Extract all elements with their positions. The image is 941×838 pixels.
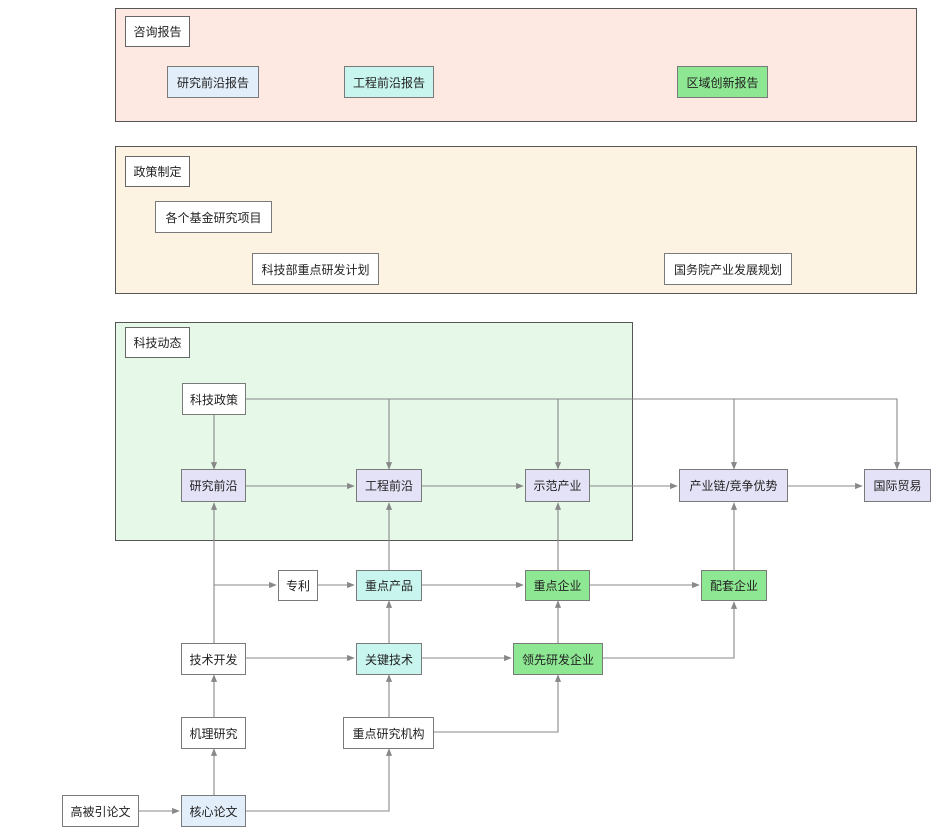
node-mechanism-research: 机理研究 <box>181 717 246 749</box>
node-leading-rd-enterprise: 领先研发企业 <box>513 643 603 675</box>
node-key-research-institution: 重点研究机构 <box>343 717 434 749</box>
node-research-frontier-report: 研究前沿报告 <box>167 66 259 98</box>
edge-institution-to-leading-rd <box>434 674 562 733</box>
node-state-council-plan: 国务院产业发展规划 <box>664 253 792 285</box>
node-engineering-frontier: 工程前沿 <box>356 469 422 502</box>
node-research-frontier: 研究前沿 <box>181 469 246 502</box>
group-title-policy: 政策制定 <box>125 156 190 187</box>
node-core-papers: 核心论文 <box>181 795 246 827</box>
node-tech-development: 技术开发 <box>181 643 246 675</box>
group-consulting-reports <box>115 8 917 122</box>
node-engineering-frontier-report: 工程前沿报告 <box>344 66 434 98</box>
node-key-enterprise: 重点企业 <box>525 570 590 601</box>
node-fund-projects: 各个基金研究项目 <box>155 201 272 233</box>
node-international-trade: 国际贸易 <box>864 469 931 502</box>
node-demo-industry: 示范产业 <box>525 469 590 502</box>
edge-core-paper-to-institution <box>246 748 393 812</box>
node-key-technology: 关键技术 <box>356 643 422 675</box>
node-regional-innovation-report: 区域创新报告 <box>677 66 768 98</box>
edge-policy-horizontal <box>246 398 901 470</box>
node-most-key-rd-plan: 科技部重点研发计划 <box>252 253 379 285</box>
node-industry-chain: 产业链/竞争优势 <box>679 469 788 502</box>
group-title-consulting: 咨询报告 <box>125 16 190 47</box>
node-supporting-enterprise: 配套企业 <box>701 570 767 601</box>
node-key-product: 重点产品 <box>356 570 422 601</box>
node-highly-cited-papers: 高被引论文 <box>62 795 139 827</box>
group-tech-dynamics <box>115 322 633 541</box>
group-title-tech-dynamics: 科技动态 <box>125 327 190 358</box>
node-patent: 专利 <box>278 570 318 601</box>
node-tech-policy: 科技政策 <box>182 383 246 415</box>
edge-leading-rd-to-supporting <box>603 601 738 659</box>
